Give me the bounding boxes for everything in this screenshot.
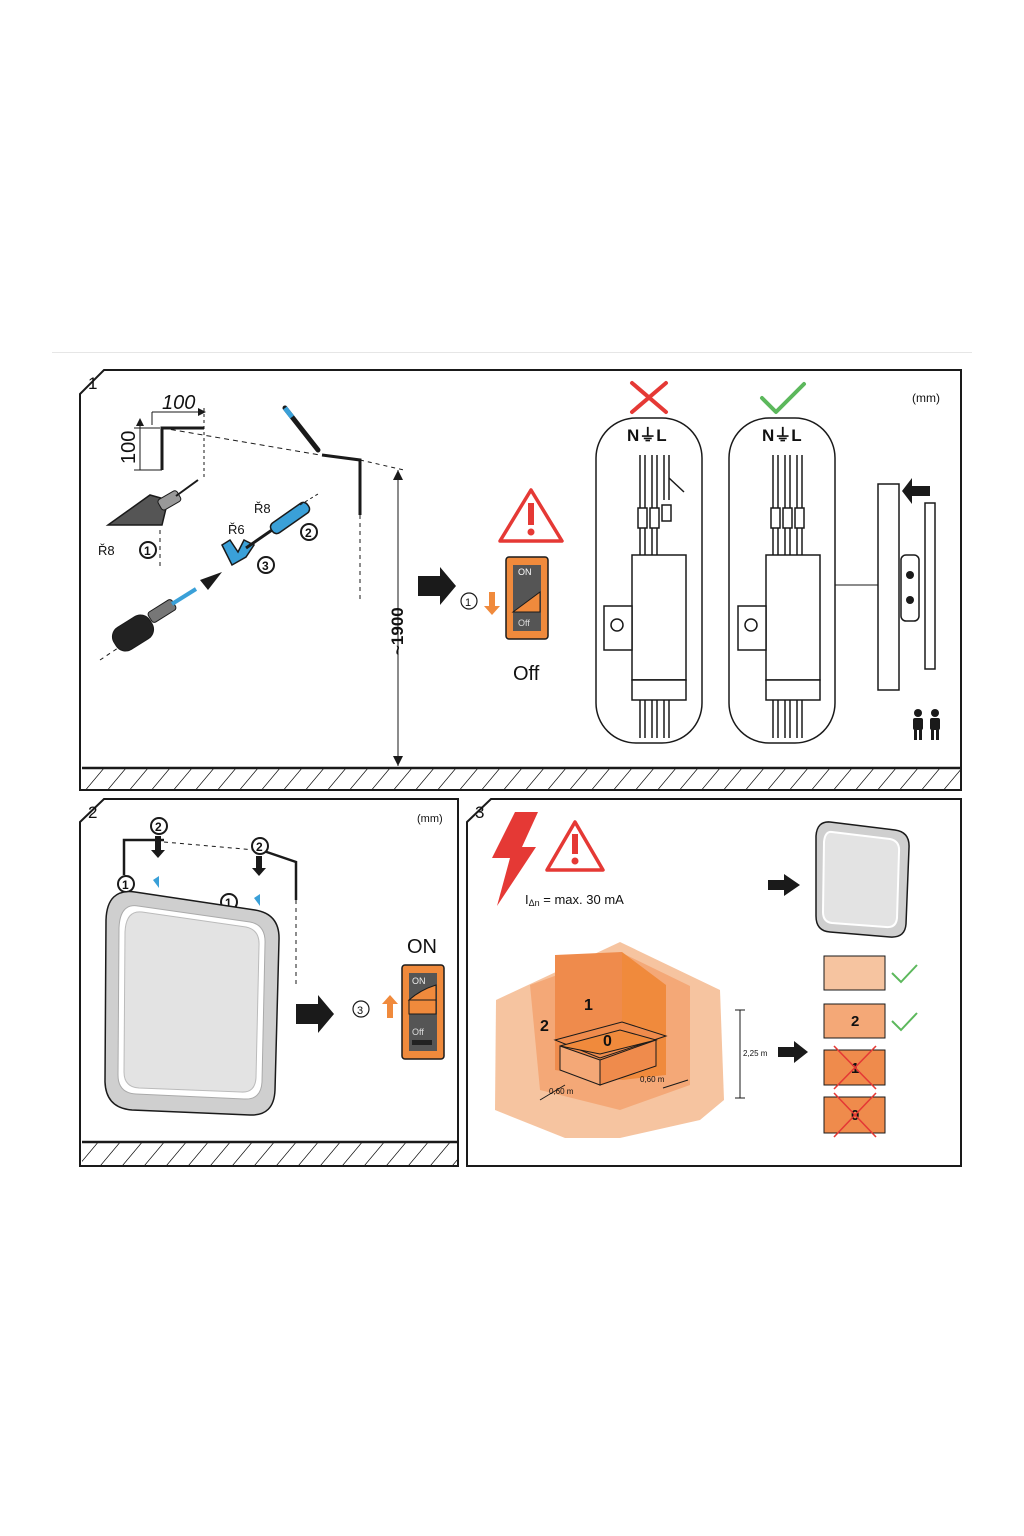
- mirror-side-view: [877, 478, 936, 691]
- on-label: ON: [407, 936, 437, 958]
- step-3-badge: 3: [262, 559, 269, 573]
- arrow-down-icon: [484, 592, 500, 615]
- floor-hatch-2: [82, 1140, 457, 1165]
- next-step-arrow: [418, 567, 456, 605]
- panel-2-number: 2: [88, 803, 97, 822]
- switch-off-small-label: Off: [518, 618, 530, 628]
- cross-icon-zone-0: [833, 1092, 877, 1138]
- check-icon-zone-outside: [891, 964, 918, 984]
- zone-1-label: 1: [584, 997, 593, 1014]
- zone-box-2: [823, 1003, 886, 1039]
- p2-switch-on-small: ON: [412, 976, 426, 986]
- arrow-left-icon: [902, 478, 930, 504]
- dim-horizontal-label: 100: [162, 392, 195, 414]
- panel-2: 2 (mm) 2 2 1 1: [79, 798, 459, 1167]
- switch-step-badge: 1: [465, 597, 471, 609]
- step-1-badge: 1: [144, 544, 151, 558]
- off-label: Off: [513, 663, 540, 685]
- pencil-icon: [282, 405, 405, 600]
- floor-hatch: [82, 766, 960, 789]
- mounting-height-label: ~1900: [388, 607, 407, 655]
- panel-1: 1 (mm) 100 100: [79, 369, 962, 791]
- zone-box-outside: [823, 955, 886, 991]
- distance-left-label: 0,60 m: [549, 1087, 574, 1096]
- bathroom-zones-diagram: 0 1 2 0,60 m 0,60 m 2,25 m: [495, 942, 768, 1138]
- p2-step1-badge-b: 1: [225, 896, 232, 910]
- zone-box-2-label: 2: [851, 1013, 859, 1030]
- double-arrow-icon: [768, 874, 800, 896]
- drill-size-label: Ř8: [98, 543, 115, 558]
- rcd-requirement: IΔn = max. 30 mA: [525, 892, 624, 908]
- p2-step2-badge-a: 2: [155, 820, 162, 834]
- switch-on-label: ON: [518, 567, 532, 577]
- top-divider: [52, 352, 972, 353]
- next-step-arrow-2: [296, 995, 334, 1033]
- breaker-switch-on: ON 3 ON Off: [352, 936, 445, 1060]
- mirror-small: [815, 821, 910, 938]
- breaker-switch-off: 1 ON Off Off: [460, 556, 549, 685]
- plug-size-label: Ř8: [254, 501, 271, 516]
- p2-switch-step-badge: 3: [357, 1005, 363, 1017]
- p2-step1-badge-a: 1: [122, 878, 129, 892]
- panel-3: 3 IΔn = max. 30 mA 0 1: [466, 798, 962, 1167]
- high-voltage-icon: [492, 812, 538, 906]
- hook-screw-icon: Ř6 3: [221, 522, 275, 574]
- double-arrow-icon-2: [778, 1041, 808, 1063]
- panel-1-number: 1: [88, 374, 97, 393]
- cross-icon: [630, 381, 668, 414]
- correct-wiring-panel: N⏚L: [728, 382, 878, 744]
- zone-suitability-list: 2 1 0: [823, 955, 918, 1138]
- cross-icon-zone-1: [833, 1045, 877, 1090]
- panel-1-unit: (mm): [912, 391, 940, 405]
- mounting-height-dimension: ~1900: [388, 470, 407, 766]
- terminal-labels-correct: N⏚L: [762, 426, 802, 445]
- zone-2-label: 2: [540, 1018, 549, 1035]
- drill-position-dimensions: 100 100: [118, 392, 321, 478]
- zone-0-label: 0: [603, 1033, 612, 1050]
- p2-switch-off-small: Off: [412, 1027, 424, 1037]
- wall-plug-icon: Ř8 2: [254, 493, 319, 541]
- check-icon-zone-2: [891, 1012, 918, 1032]
- step-2-badge: 2: [305, 526, 312, 540]
- screwdriver-icon: [99, 572, 222, 661]
- warning-triangle-icon-2: [545, 820, 605, 872]
- wall-hooks: 2 2 1 1: [117, 817, 298, 985]
- warning-triangle-icon: [498, 488, 564, 543]
- wrong-wiring-panel: N⏚L: [595, 381, 703, 744]
- two-persons-icon: [913, 709, 940, 740]
- panel-3-number: 3: [475, 803, 484, 822]
- terminal-labels-wrong: N⏚L: [627, 426, 667, 445]
- room-height-label: 2,25 m: [743, 1049, 768, 1058]
- panel-2-unit: (mm): [417, 813, 443, 825]
- p2-step2-badge-b: 2: [256, 840, 263, 854]
- drill-icon: Ř8 1: [98, 479, 199, 570]
- mirror-front-view: [104, 890, 280, 1116]
- check-icon: [760, 382, 806, 414]
- screw-size-label: Ř6: [228, 522, 245, 537]
- dim-vertical-label: 100: [118, 431, 140, 464]
- distance-right-label: 0,60 m: [640, 1075, 665, 1084]
- arrow-up-icon: [382, 995, 398, 1018]
